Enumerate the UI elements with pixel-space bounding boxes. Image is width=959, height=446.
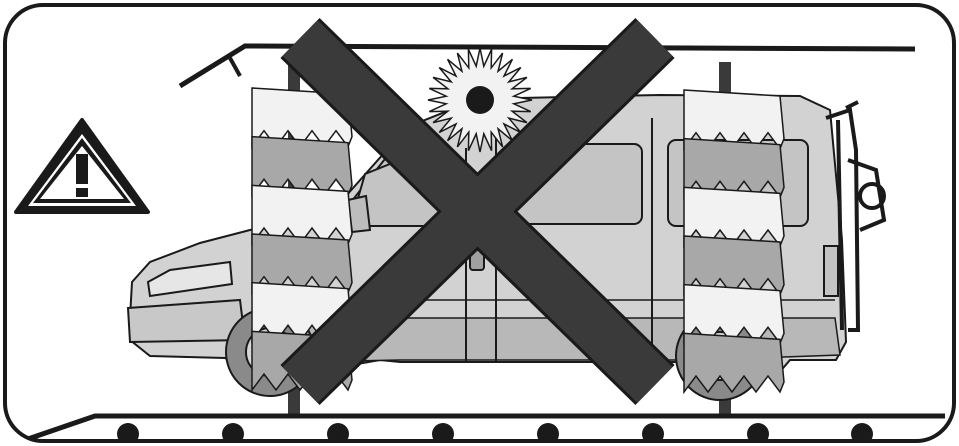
scene — [16, 38, 945, 445]
warning-triangle — [16, 120, 148, 212]
front-bumper — [128, 300, 245, 342]
tail-light — [824, 246, 838, 296]
exclamation-icon — [76, 154, 88, 197]
